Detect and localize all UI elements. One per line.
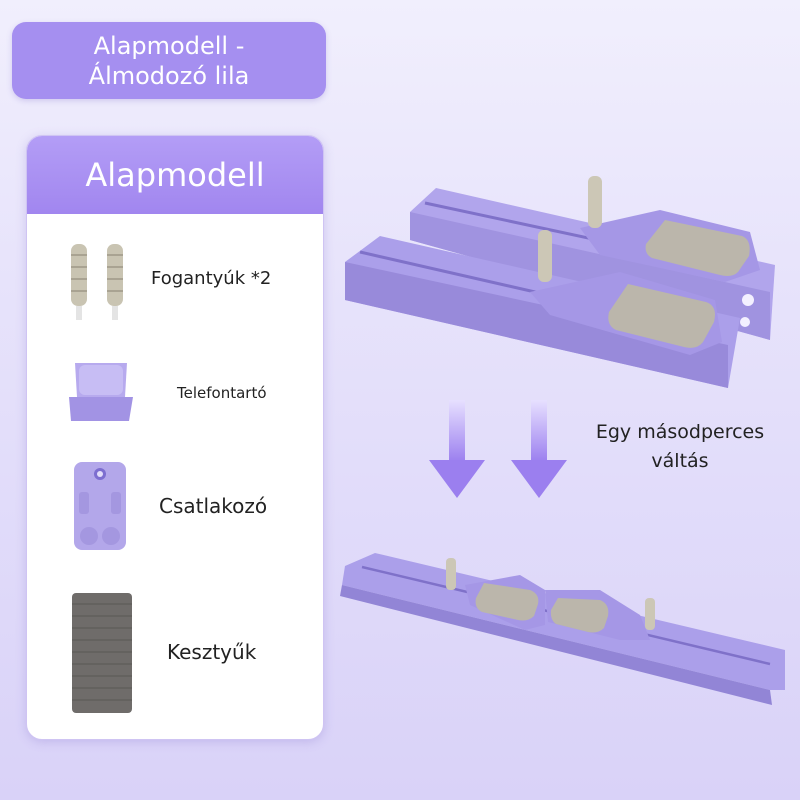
package-contents-card: Alapmodell Fogantyúk *2 [26,135,324,740]
list-item-phone-holder: Telefontartó [27,354,323,434]
handle-right [107,244,123,320]
product-title-badge: Alapmodell - Álmodozó lila [12,22,326,99]
card-title: Alapmodell [27,136,323,214]
phone-holder-label: Telefontartó [177,384,267,402]
list-item-handles: Fogantyúk *2 [27,236,323,336]
product-title-line-2: Álmodozó lila [88,61,250,90]
handles-label: Fogantyúk *2 [151,268,272,289]
handle-left [71,244,87,320]
down-arrow-icon-right [511,400,567,498]
list-item-connector: Csatlakozó [27,454,323,554]
gloves-label: Kesztyűk [167,640,257,664]
connector-label: Csatlakozó [159,494,268,518]
gloves-image [72,593,132,713]
transition-caption-line-2: váltás [651,450,709,472]
arrow-icons [429,400,567,498]
phone-holder-image [69,363,133,421]
list-item-gloves: Kesztyűk [27,588,323,718]
handles-image [71,244,123,320]
product-title-line-1: Alapmodell - [93,31,245,60]
transition-caption-line-1: Egy másodperces [595,421,765,443]
transition-caption: Egy másodperces váltás [575,418,785,476]
connector-image [74,462,126,550]
down-arrow-icon-left [429,400,485,498]
